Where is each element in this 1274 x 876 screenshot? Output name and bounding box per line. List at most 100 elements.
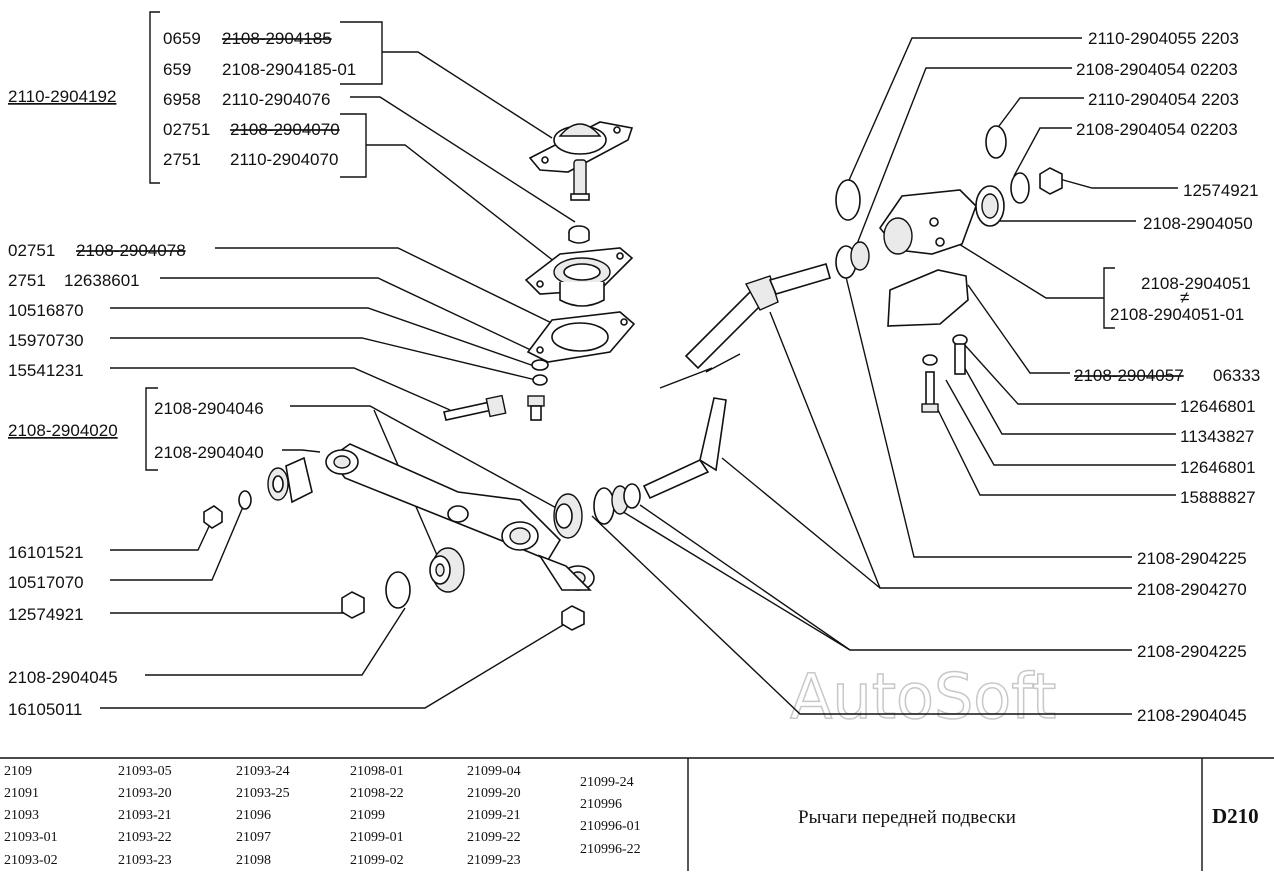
label-2108-2904040: 2108-2904040 [154,443,264,462]
label-02751: 02751 [8,241,55,260]
model-21093-02: 21093-02 [4,853,58,868]
model-21097: 21097 [236,830,271,845]
subgroup-bracket-2 [340,113,367,178]
hdr-row-4-num: 02751 [163,120,210,139]
strut-bracket [879,185,1005,255]
gasket-plate [526,311,636,363]
label-2110-2904055: 2110-2904055 2203 [1088,29,1239,48]
model-21099-02: 21099-02 [350,853,404,868]
label-2108-2904054-b: 2108-2904054 02203 [1076,120,1238,139]
label-12646801-b: 12646801 [1180,458,1256,477]
hdr-row-5-code: 2110-2904070 [230,150,338,169]
model-21093-25: 21093-25 [236,786,290,801]
model-21099-04: 21099-04 [467,764,521,779]
model-21093-20: 21093-20 [118,786,172,801]
nut-12574921 [1039,167,1063,195]
model-210996-01: 210996-01 [580,819,641,834]
model-210996-22: 210996-22 [580,842,641,857]
label-2108-2904050: 2108-2904050 [1143,214,1253,233]
hdr-row-4-code: 2108-2904070 [230,120,340,139]
label-2108-2904051-01: 2108-2904051-01 [1110,305,1244,324]
silent-block [267,456,313,504]
strut-rod-lower [553,397,727,539]
label-12574921-right: 12574921 [1183,181,1259,200]
footer: 2109 21091 21093 21093-01 21093-02 21093… [0,757,1274,871]
group-label-2110-2904192: 2110-2904192 [8,87,116,106]
ball-joint-upper [528,121,634,201]
model-21099-21: 21099-21 [467,808,521,823]
washer-2110-2904055 [835,179,861,221]
watermark: AutoSoft [790,660,1056,733]
nut-left [203,505,223,529]
model-21093-22: 21093-22 [118,830,172,845]
label-12646801-a: 12646801 [1180,397,1256,416]
bolt-long [443,394,507,421]
washer-left [238,490,252,510]
washer-arm [385,571,411,609]
hdr-row-1-code: 2108-2904185 [222,29,332,48]
washer-2108-2904054-b [1010,172,1030,204]
model-21093: 21093 [4,808,39,823]
lower-control-arm [325,443,595,591]
label-11343827: 11343827 [1180,427,1254,446]
subgroup-bracket-1 [340,21,383,85]
strut-rod-upper [684,263,831,370]
rod-bushing [850,241,870,271]
right-labels: 2110-2904055 2203 2108-2904054 02203 211… [1074,29,1260,725]
lock-washer [531,359,549,371]
label-2108-2904045-left: 2108-2904045 [8,668,118,687]
label-12638601: 12638601 [64,271,140,290]
exploded-parts [203,121,1063,631]
bolts-right [921,334,968,413]
group2-bracket [145,387,158,471]
model-21093-23: 21093-23 [118,853,172,868]
model-21099-23: 21099-23 [467,853,521,868]
label-2751: 2751 [8,271,46,290]
label-2108-2904054-a: 2108-2904054 02203 [1076,60,1238,79]
label-15541231: 15541231 [8,361,84,380]
break-marker [659,353,741,389]
label-15970730: 15970730 [8,331,84,350]
nut-ball [561,605,585,631]
label-2108-2904078: 2108-2904078 [76,241,186,260]
model-21099: 21099 [350,808,385,823]
label-2110-2904054: 2110-2904054 2203 [1088,90,1239,109]
group-label-2108-2904020: 2108-2904020 [8,421,118,440]
washer-2110-2904054 [985,125,1007,159]
arm-bushing [429,547,465,593]
model-21098: 21098 [236,853,271,868]
bolt-short [527,395,545,421]
model-21091: 21091 [4,786,39,801]
model-21093-01: 21093-01 [4,830,58,845]
label-not-equal-symbol: ≠ [1180,288,1189,307]
dust-cap [568,225,590,244]
model-21099-22: 21099-22 [467,830,521,845]
nut-arm [341,591,365,619]
model-210996: 210996 [580,797,622,812]
washer-small [532,374,548,386]
model-21098-01: 21098-01 [350,764,404,779]
label-2108-2904046: 2108-2904046 [154,399,264,418]
left-labels: 02751 2108-2904078 2751 12638601 1051687… [8,241,264,719]
label-10517070: 10517070 [8,573,84,592]
bracket-plate [887,269,969,327]
model-21099-20: 21099-20 [467,786,521,801]
model-21099-01: 21099-01 [350,830,404,845]
model-21096: 21096 [236,808,271,823]
label-16105011: 16105011 [8,700,82,719]
model-21093-05: 21093-05 [118,764,172,779]
label-16101521: 16101521 [8,543,84,562]
label-2108-2904051: 2108-2904051 [1141,274,1251,293]
label-12574921-left: 12574921 [8,605,84,624]
label-2108-2904270: 2108-2904270 [1137,580,1247,599]
hdr-row-3-code: 2110-2904076 [222,90,330,109]
page-title: Рычаги передней подвески [798,807,1016,828]
model-21093-21: 21093-21 [118,808,172,823]
model-21099-24: 21099-24 [580,775,634,790]
label-2108-2904045-right: 2108-2904045 [1137,706,1247,725]
hdr-row-1-num: 0659 [163,29,201,48]
label-2108-2904225-a: 2108-2904225 [1137,549,1247,568]
label-2108-2904225-b: 2108-2904225 [1137,642,1247,661]
